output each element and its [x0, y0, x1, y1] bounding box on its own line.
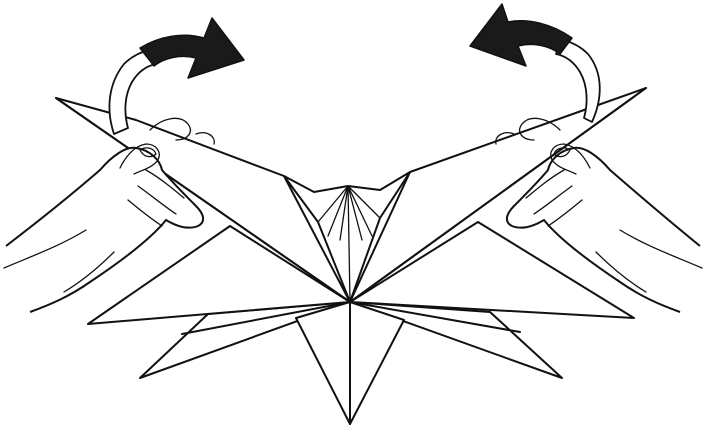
right-arrow-tail — [556, 40, 600, 122]
right-curved-arrow — [470, 4, 600, 122]
left-arrow-head — [140, 18, 244, 78]
left-curved-arrow — [109, 18, 244, 134]
right-arrow-head — [470, 4, 572, 66]
